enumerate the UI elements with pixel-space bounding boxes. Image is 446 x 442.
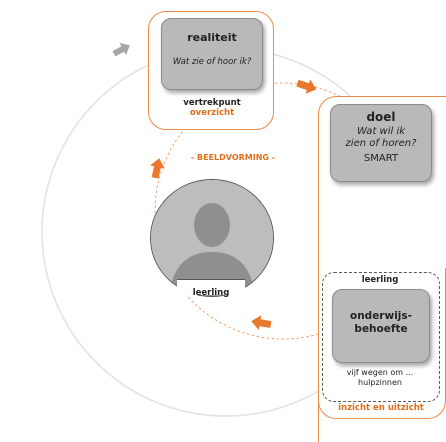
person-silhouette-icon — [151, 180, 273, 296]
leerling-photo-label-box: leerling — [177, 279, 245, 298]
orange-arrow-to-doel — [296, 79, 317, 94]
orange-arrow-left-up — [150, 158, 165, 179]
onderwijsbehoefte-title-line1: onderwijs- — [349, 310, 412, 322]
onderwijsbehoefte-title-line2: behoefte — [354, 323, 408, 335]
overzicht-label: overzicht — [189, 108, 235, 118]
vertrekpunt-label: vertrekpunt — [183, 98, 241, 108]
leerling-photo — [150, 179, 274, 297]
realiteit-card: realiteit Wat zie of hoor ik? — [161, 18, 263, 90]
onderwijsbehoefte-header: leerling — [361, 275, 399, 285]
doel-question-line1: Wat wil ik — [356, 126, 406, 137]
inzicht-label: inzicht en uitzicht — [338, 403, 424, 413]
beeldvorming-label: - BEELDVORMING - — [190, 153, 276, 162]
leerling-photo-label: leerling — [192, 288, 230, 298]
doel-title: doel — [366, 110, 396, 124]
grey-arrow-top-left — [112, 42, 130, 57]
onderwijsbehoefte-note-line1: vijf wegen om ... — [346, 368, 414, 377]
orange-arrow-bottom-left — [251, 315, 272, 331]
onderwijsbehoefte-note-line2: hulpzinnen — [358, 378, 402, 387]
doel-smart: SMART — [363, 153, 399, 164]
doel-card: doel Wat wil ik zien of horen? SMART — [330, 104, 432, 182]
realiteit-title: realiteit — [187, 31, 237, 44]
realiteit-question: Wat zie of hoor ik? — [172, 57, 252, 67]
onderwijsbehoefte-card: onderwijs- behoefte — [332, 289, 430, 363]
doel-question-line2: zien of horen? — [345, 138, 417, 149]
